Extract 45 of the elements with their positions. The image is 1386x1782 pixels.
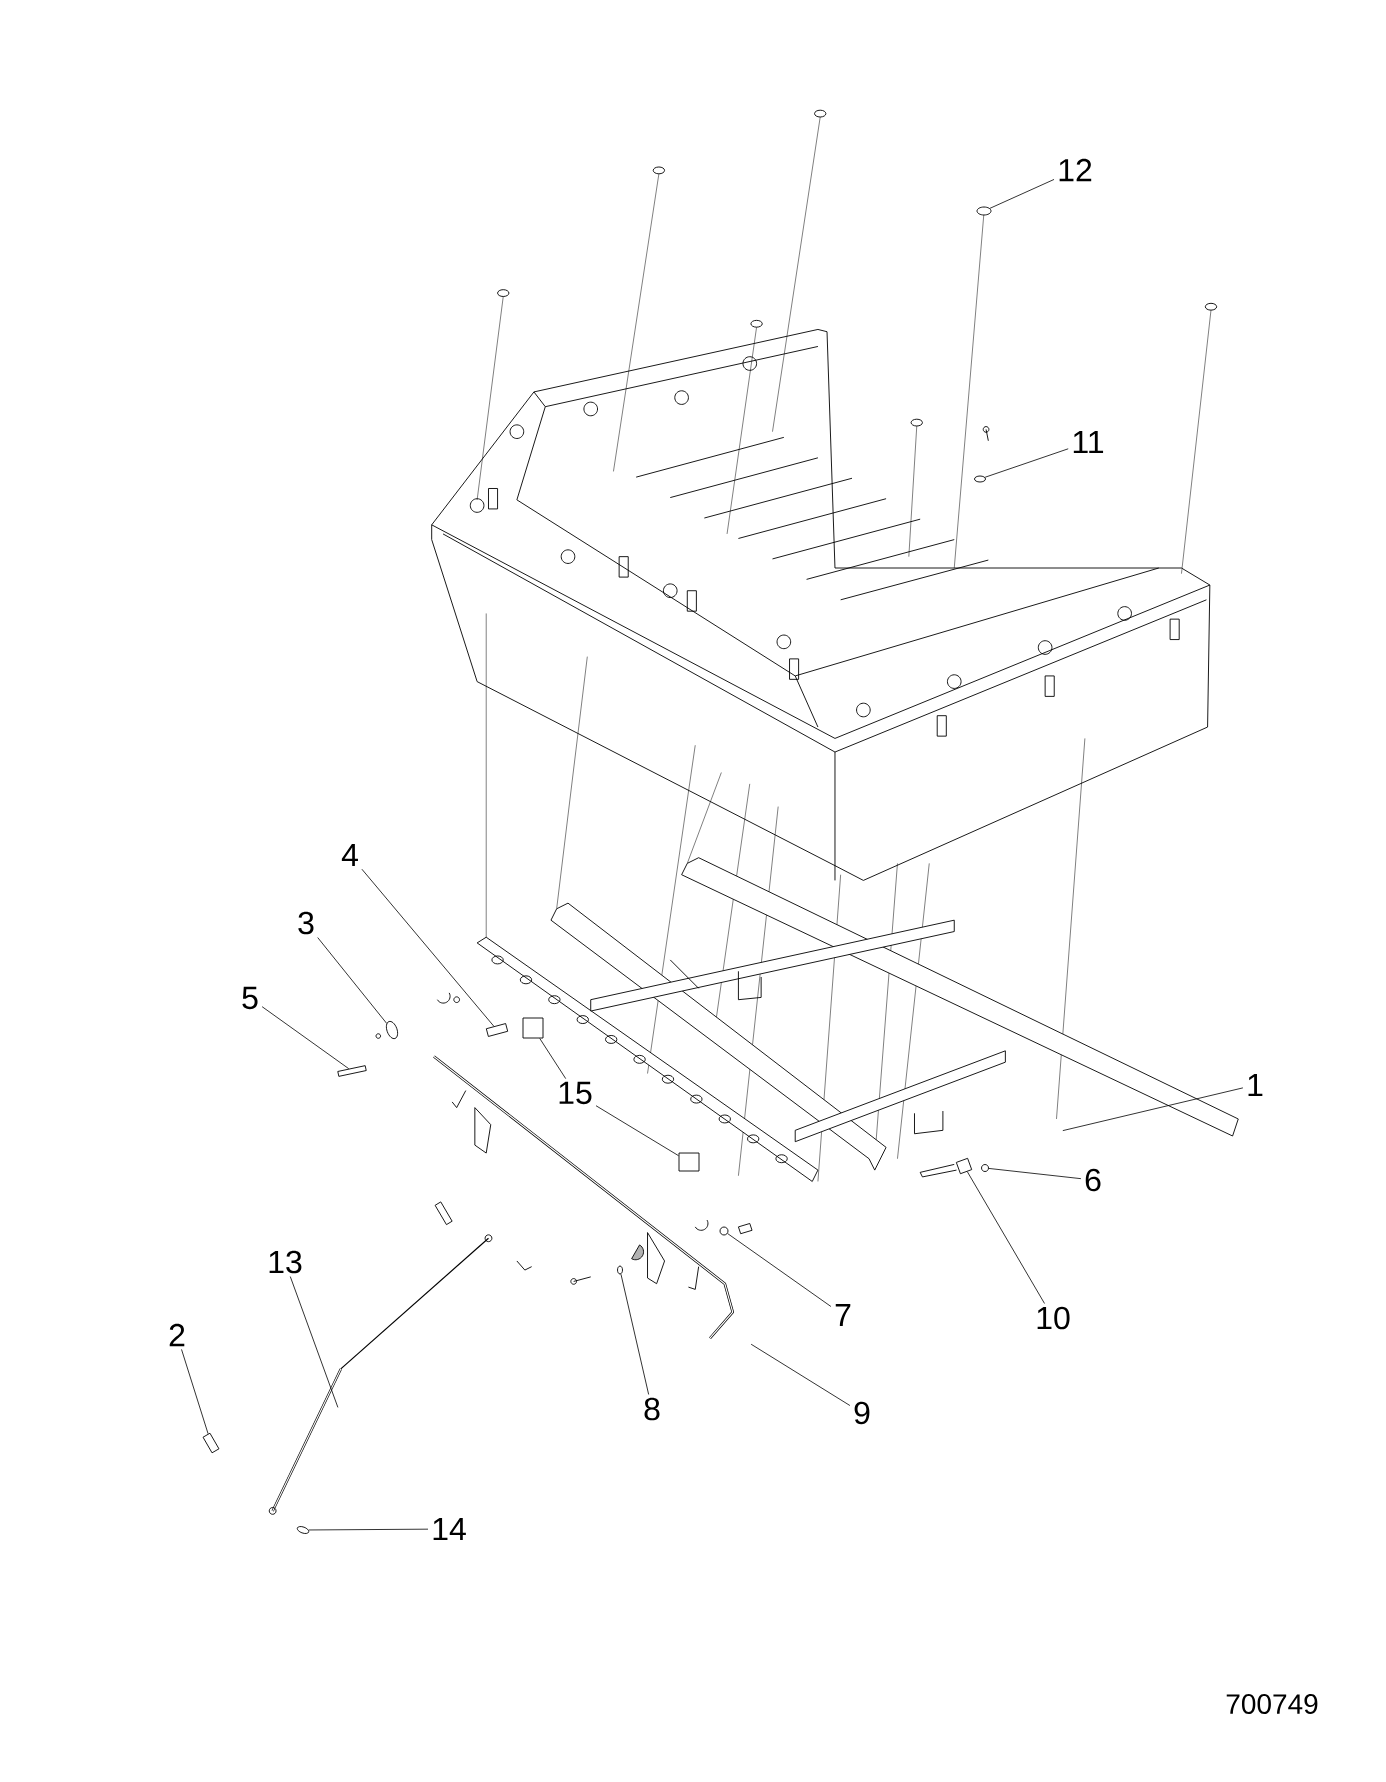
callout-number: 13 [269,1250,302,1274]
leader-line [539,1038,567,1080]
part-drawing [522,1017,544,1039]
callout-number: 11 [1073,431,1104,453]
leader-line [1062,1087,1244,1131]
callout-number: 12 [1059,158,1092,182]
leader-line [595,1105,679,1157]
part-drawing [976,206,992,216]
part-drawing [719,1226,729,1236]
part-drawing [337,1065,367,1077]
part-drawing [678,1152,700,1172]
callout-number: 8 [644,1397,660,1421]
leader-line [988,1168,1082,1180]
callout-number: 15 [559,1081,592,1105]
leader-line [984,448,1069,478]
part-drawing [202,1432,220,1454]
part-drawing [617,1265,623,1275]
part-drawing [485,1023,509,1037]
leader-line [308,1528,429,1531]
callout-number: 4 [341,844,358,866]
callout-number: 5 [242,986,258,1010]
part-drawing [296,1526,310,1534]
leader-line [989,179,1055,209]
callout-number: 6 [1085,1168,1101,1192]
leader-line [361,868,495,1027]
callout-number: 10 [1037,1306,1070,1330]
callout-number: 14 [433,1518,466,1541]
callout-number: 1 [1248,1074,1263,1096]
part-drawing [974,475,986,483]
callout-number: 9 [854,1401,870,1425]
callout-number: 3 [298,911,314,935]
leader-line [750,1343,851,1406]
leader-line [727,1233,832,1307]
callout-number: 2 [169,1323,185,1347]
part-drawing [955,1157,973,1175]
part-drawing [981,1164,989,1172]
leader-line [181,1349,209,1435]
leader-line [317,937,387,1024]
part-drawing [385,1020,399,1040]
callout-number: 7 [835,1304,851,1326]
leader-line [620,1273,650,1395]
figure-number: 700749 [1226,1694,1318,1714]
leader-line [261,1006,350,1070]
leader-line [966,1171,1045,1304]
leader-line [289,1276,339,1408]
